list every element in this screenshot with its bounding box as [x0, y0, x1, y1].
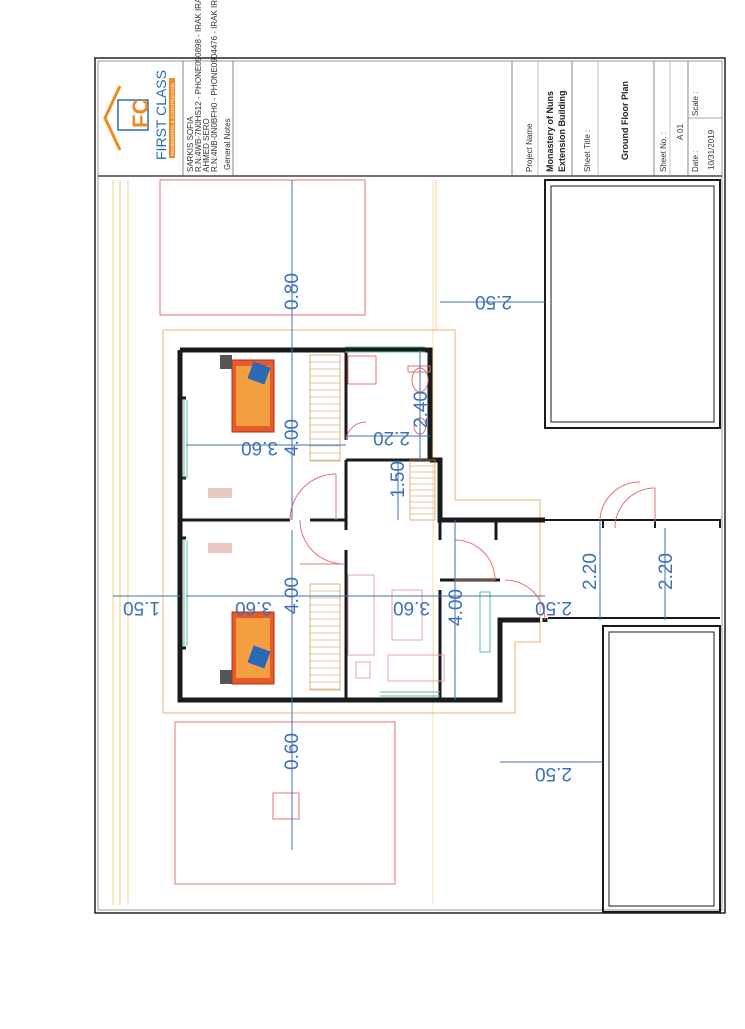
- living-furniture: [347, 574, 445, 682]
- dim-360-a: 3.60: [241, 437, 278, 458]
- dim-220-c: 2.20: [656, 553, 677, 590]
- site-area-top: [159, 179, 366, 316]
- dim-400-a: 4.00: [282, 419, 303, 456]
- staff-line-2: R.N:4WB-7N0HS12 - PHONE090898 - IRAK IRA…: [194, 0, 203, 172]
- dim-360-c: 3.60: [393, 597, 430, 618]
- project-name-label: Project Name: [525, 123, 534, 172]
- title-block: [98, 61, 722, 177]
- staff-line-3: AHMED SERO: [202, 118, 211, 172]
- windows: [183, 346, 491, 697]
- stair-treads: [310, 361, 435, 690]
- building-walls: [177, 347, 548, 703]
- scale-label: Scale :: [691, 92, 700, 116]
- dim-250-mid: 2.50: [535, 597, 572, 618]
- company-name: FIRST CLASS: [153, 70, 169, 160]
- sheet-no-value: A 01: [676, 123, 685, 140]
- dim-080: 0.80: [282, 273, 303, 310]
- sheet-no-label: Sheet No. :: [659, 132, 668, 172]
- staff-line-4: R.N:4NB-0N0BFH0 - PHONE0904476 - IRAK IR…: [210, 0, 219, 172]
- company-logo: FC FIRST CLASS ENGINEERING & CONSTRUCTIO…: [103, 70, 175, 160]
- general-notes-label: General Notes: [223, 118, 232, 170]
- dim-250-top: 2.50: [475, 291, 512, 312]
- dim-220-b: 2.20: [580, 553, 601, 590]
- date-value: 10/31/2019: [707, 129, 716, 170]
- sheet-border: [94, 57, 726, 914]
- site-area-bottom: [174, 721, 396, 885]
- bed-top: [220, 355, 275, 433]
- desks: [208, 488, 232, 553]
- dim-400-c: 4.00: [446, 589, 467, 626]
- site-guide-lines: [112, 180, 437, 905]
- sheet-inner-border: [97, 60, 723, 911]
- dim-240: 2.40: [411, 391, 432, 428]
- site-area-small-square: [272, 792, 300, 820]
- project-name-line1: Monastery of Nuns: [545, 91, 555, 172]
- dim-150-mid: 1.50: [388, 461, 409, 498]
- tagline-bar: [169, 78, 175, 158]
- sheet-title-value: Ground Floor Plan: [620, 81, 630, 160]
- doors: [289, 421, 641, 621]
- dim-250-bottom: 2.50: [535, 763, 572, 784]
- dim-400-b: 4.00: [282, 577, 303, 614]
- sheet-title-label: Sheet Title :: [583, 130, 592, 172]
- dimension-lines: [113, 180, 666, 850]
- logo-letters: FC: [128, 99, 153, 128]
- project-name-line2: Extension Building: [557, 90, 567, 172]
- dim-220-a: 2.20: [373, 427, 410, 448]
- staff-line-1: SARKIS SOFIA: [186, 116, 195, 172]
- company-tagline: ENGINEERING & CONSTRUCTION: [170, 83, 175, 156]
- bed-bottom: [220, 611, 275, 685]
- existing-building: [544, 179, 721, 913]
- setback-line: [162, 329, 541, 714]
- staff-list: SARKIS SOFIA R.N:4WB-7N0HS12 - PHONE0908…: [186, 0, 232, 172]
- dim-360-b: 3.60: [235, 597, 272, 618]
- dim-060: 0.60: [282, 733, 303, 770]
- date-label: Date :: [691, 151, 700, 172]
- dim-150-left: 1.50: [123, 597, 160, 618]
